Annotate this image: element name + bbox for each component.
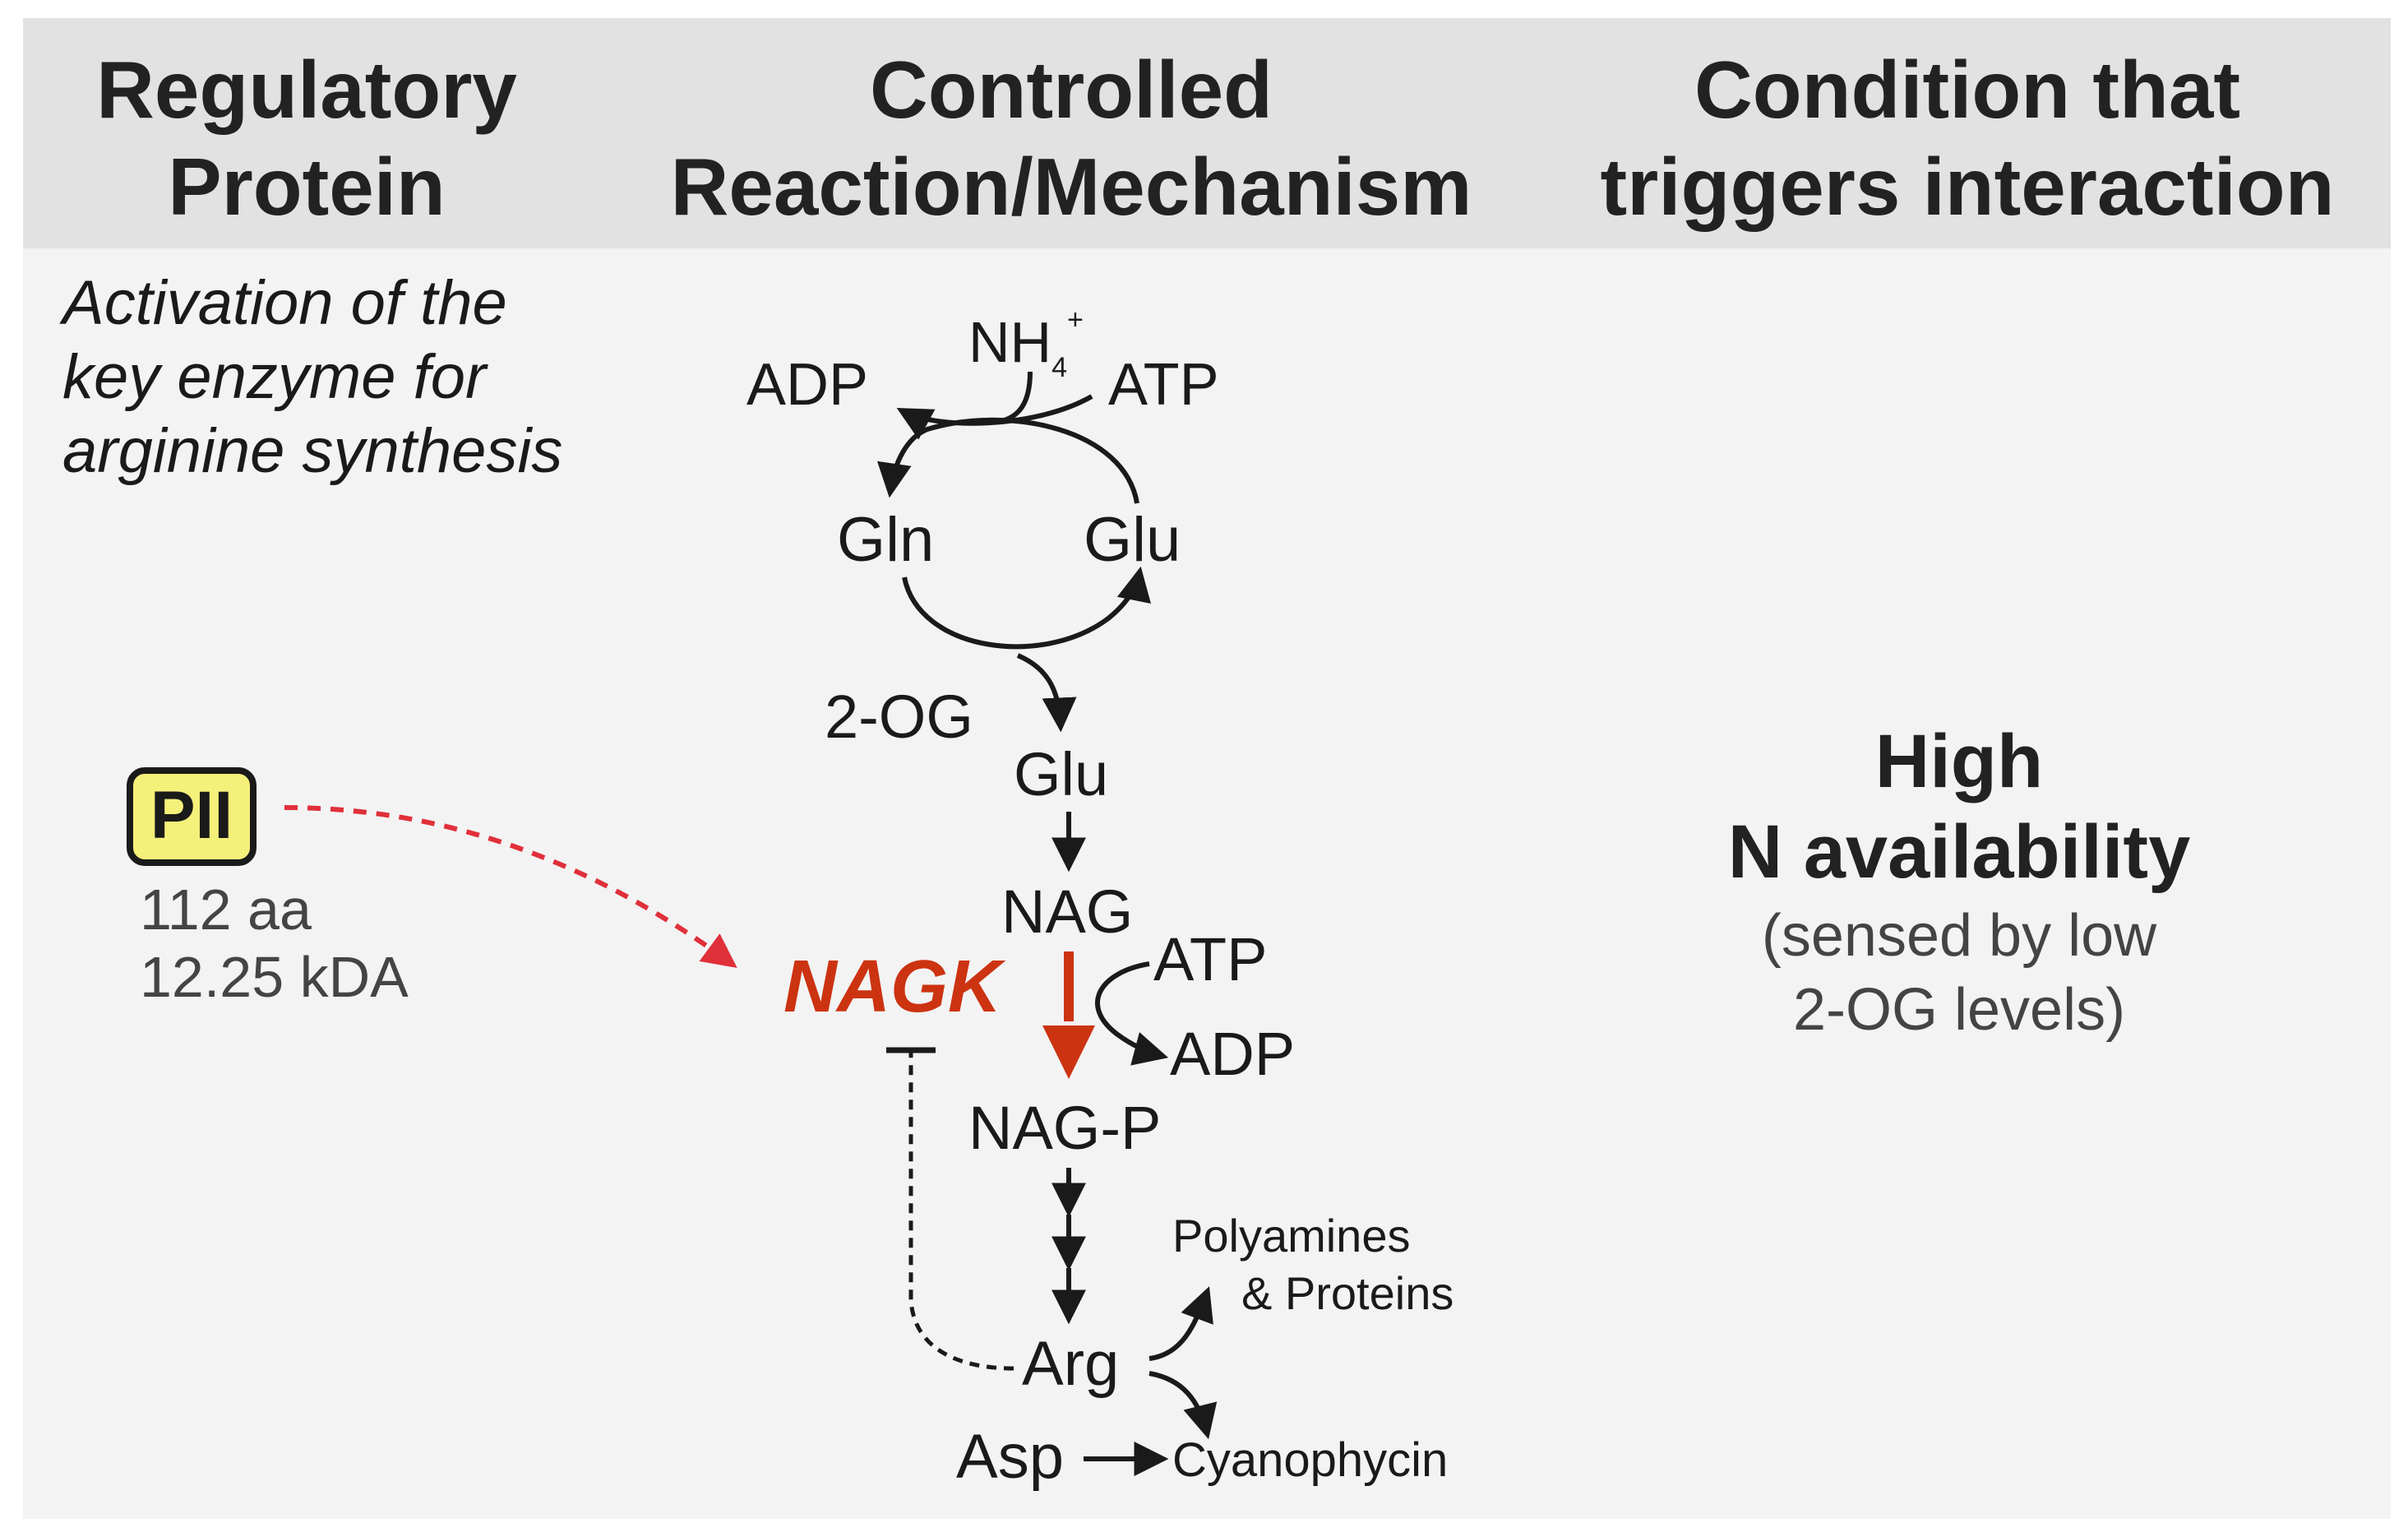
condition-og-levels: 2-OG levels) — [1793, 977, 2125, 1043]
arg-label: Arg — [1022, 1329, 1119, 1399]
pii-size: 112 aa — [140, 877, 312, 942]
nagk-arrowhead — [1042, 1025, 1095, 1079]
atp-nagk-label: ATP — [1153, 925, 1267, 993]
atp-adp-arc — [896, 394, 1093, 440]
cyanophycin-label: Cyanophycin — [1172, 1433, 1448, 1487]
nagp-label: NAG-P — [968, 1094, 1161, 1162]
adp-top-label: ADP — [746, 352, 868, 418]
description-line: arginine synthesis — [62, 416, 562, 486]
header-controlled-reaction: Controlled Reaction/Mechanism — [599, 41, 1544, 235]
description-line: key enzyme for — [62, 342, 488, 412]
header-line: Regulatory — [96, 44, 517, 135]
cycle-arc-top — [876, 417, 1139, 504]
header-line: Protein — [168, 141, 446, 232]
cycle-arc-bottom — [902, 566, 1151, 650]
nag-label: NAG — [1001, 877, 1133, 946]
nh4-join — [1001, 371, 1033, 424]
arg-to-polyamines — [1149, 1286, 1213, 1361]
pii-mass: 12.25 kDA — [140, 945, 409, 1009]
header-line: triggers interaction — [1600, 141, 2335, 232]
proteins-label: & Proteins — [1241, 1267, 1454, 1319]
feedback-inhibition — [908, 1050, 1015, 1371]
condition-n-availability: N availability — [1728, 810, 2190, 894]
og-branch-arrow — [1016, 653, 1077, 733]
glu-label: Glu — [1014, 740, 1108, 808]
header-line: Condition that — [1694, 44, 2241, 135]
header-line: Reaction/Mechanism — [670, 141, 1472, 232]
atp-top-label: ATP — [1108, 352, 1219, 418]
pii-box — [127, 767, 257, 866]
arg-to-cyanophycin — [1149, 1371, 1218, 1440]
glu-cycle-label: Glu — [1084, 505, 1181, 575]
condition-high: High — [1875, 720, 2043, 803]
description-line: Activation of the — [59, 268, 507, 338]
nagk-label: NAGK — [783, 946, 1006, 1028]
nh4-label: NH4+ — [968, 304, 1084, 383]
header-line: Controlled — [870, 44, 1273, 135]
header-band — [23, 18, 2391, 248]
asp-label: Asp — [956, 1422, 1064, 1492]
atp-adp-nagk-curve — [1095, 961, 1169, 1066]
pii-label: PII — [150, 778, 233, 853]
activation-arrow — [284, 805, 737, 968]
figure-panel: Regulatory Protein Controlled Reaction/M… — [23, 18, 2391, 1519]
condition-sensed-by: (sensed by low — [1762, 903, 2157, 969]
gln-label: Gln — [837, 505, 934, 575]
header-condition: Condition that triggers interaction — [1552, 41, 2383, 235]
polyamines-label: Polyamines — [1172, 1210, 1410, 1262]
adp-nagk-label: ADP — [1170, 1020, 1295, 1088]
pathway-diagram: Activation of the key enzyme for arginin… — [59, 268, 2190, 1492]
og-label: 2-OG — [825, 683, 973, 751]
header-regulatory-protein: Regulatory Protein — [23, 41, 590, 235]
